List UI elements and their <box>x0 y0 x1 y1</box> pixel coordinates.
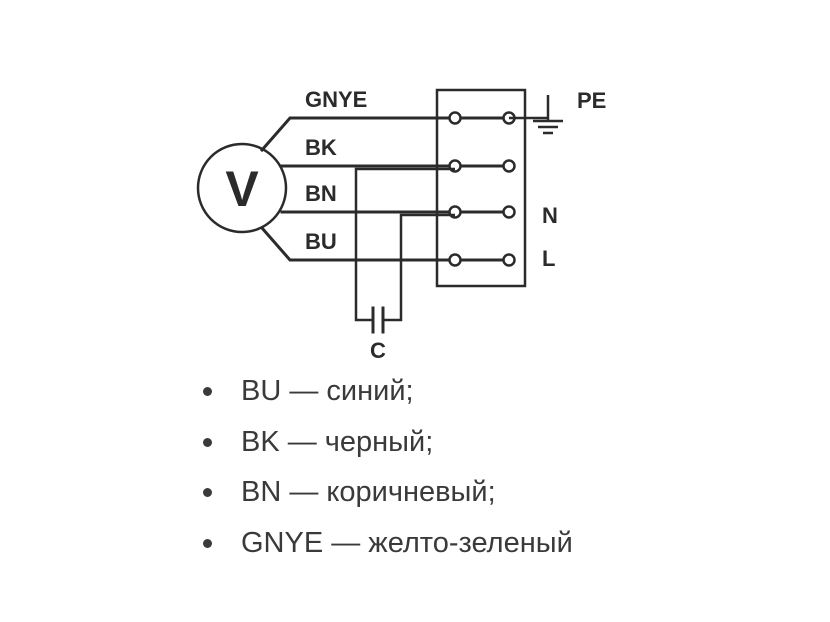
capacitor-wire-right <box>384 213 455 322</box>
legend-item: BN — коричневый; <box>200 467 573 518</box>
legend-item: BK — черный; <box>200 417 573 468</box>
bullet-icon <box>203 538 212 548</box>
capacitor-icon <box>371 306 385 334</box>
legend-item: GNYE — желто-зеленый <box>200 518 573 569</box>
capacitor-wire-left <box>354 167 455 322</box>
wire-label-gnye: GNYE <box>305 87 367 112</box>
legend-item-text: BU — синий; <box>241 375 414 407</box>
bullet-icon <box>203 488 212 497</box>
label-l: L <box>542 246 555 271</box>
ground-icon <box>509 95 563 135</box>
terminal-screw <box>448 111 462 125</box>
wire-label-bk: BK <box>305 135 337 160</box>
motor-circle <box>196 142 288 234</box>
capacitor-label: C <box>370 338 386 363</box>
terminal-screw <box>448 253 462 267</box>
terminal-block <box>435 88 527 288</box>
label-n: N <box>542 203 558 228</box>
legend-item-text: GNYE — желто-зеленый <box>241 526 573 559</box>
terminal-screw <box>502 253 516 267</box>
bullet-icon <box>203 387 212 396</box>
legend-item-text: BN — коричневый; <box>241 476 496 508</box>
wire-bu <box>259 225 457 262</box>
wire-label-bn: BN <box>305 181 337 206</box>
wire-gnye <box>259 116 457 153</box>
legend-item: BU — синий; <box>200 366 573 417</box>
wiring-diagram: V GNYE BK BN BU PE N L C <box>196 87 606 363</box>
legend-item-text: BK — черный; <box>241 425 434 458</box>
terminal-screw <box>502 159 516 173</box>
terminal-screw <box>502 205 516 219</box>
wire-color-legend: BU — синий; BK — черный; BN — коричневый… <box>200 366 573 568</box>
motor-label: V <box>225 161 259 217</box>
label-pe: PE <box>577 88 606 113</box>
wire-label-bu: BU <box>305 229 337 254</box>
bullet-icon <box>203 437 212 447</box>
